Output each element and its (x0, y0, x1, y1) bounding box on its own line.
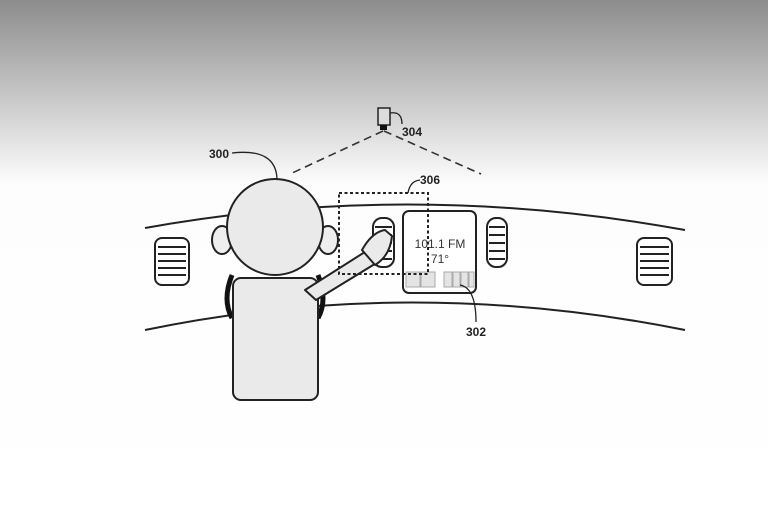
hand (360, 228, 394, 267)
head (226, 178, 324, 276)
camera-view-left (289, 130, 384, 175)
air-vent-right (636, 237, 673, 286)
display-temperature: 71° (431, 252, 449, 266)
infotainment-display: 101.1 FM 71° (402, 210, 477, 294)
label-gesture-zone: 306 (420, 173, 440, 187)
occupant (211, 178, 394, 401)
dashboard-bottom-edge (144, 301, 686, 331)
air-vent-center-right (486, 217, 508, 268)
display-button-row (405, 271, 475, 288)
gesture-zone-box (338, 192, 429, 275)
display-station: 101.1 FM (415, 237, 466, 251)
label-camera: 304 (402, 125, 422, 139)
dashboard-top-edge (144, 203, 686, 231)
camera-icon (377, 107, 391, 130)
gesture-zone-leader-line (407, 179, 421, 194)
camera-leader-line (389, 112, 403, 125)
air-vent-left (154, 237, 190, 286)
camera-view-right (383, 130, 482, 175)
label-display: 302 (466, 325, 486, 339)
display-leader-line (459, 284, 477, 323)
label-occupant: 300 (209, 147, 229, 161)
occupant-leader-line (231, 151, 278, 180)
